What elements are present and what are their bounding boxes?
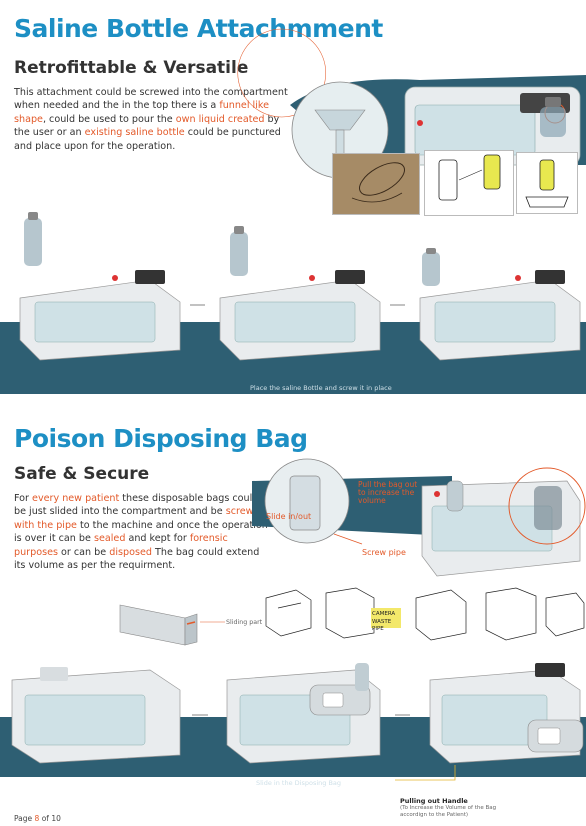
sliding-part-render xyxy=(119,604,225,646)
section1-subtitle: Retrofittable & Versatile xyxy=(14,58,249,78)
sketches-disposing-bag xyxy=(265,587,585,641)
disposing-bag-hero-render xyxy=(252,458,586,577)
sketch-funnel-lines xyxy=(351,162,405,203)
annotation-slide-in-out: Slide in/out xyxy=(266,512,312,521)
saline-attachment-hero-render xyxy=(237,28,586,179)
sketch-bottle-top-lines xyxy=(525,159,569,208)
page-number: Page 8 of 10 xyxy=(14,814,61,823)
sketch-bottle-lines xyxy=(438,154,501,201)
annotation-screw-pipe: Screw pipe xyxy=(362,548,406,557)
annotation-pull-bag: Pull the bag out to increase the volume xyxy=(358,480,418,505)
handle-note: (To Increase the Volume of the Bag accor… xyxy=(400,805,497,818)
section1-title: Saline Bottle Attachmment xyxy=(14,14,383,43)
section2-title: Poison Disposing Bag xyxy=(14,424,308,453)
section1-step-renders xyxy=(19,212,581,361)
section2-caption: Slide in the Disposing Bag xyxy=(256,779,342,787)
handle-title: Pulling out Handle xyxy=(400,797,468,805)
section2-paragraph: For every new patient these disposable b… xyxy=(14,493,268,572)
sketch-funnel-detail xyxy=(332,153,420,215)
section2-step-renders xyxy=(11,663,584,781)
annotation-sliding-part: Sliding part xyxy=(226,619,263,626)
section1-caption: Place the saline Bottle and screw it in … xyxy=(250,384,392,392)
section2-subtitle: Safe & Secure xyxy=(14,464,150,484)
sketch-camera-waste-pipe-note: CAMERA WASTE PIPE xyxy=(372,611,396,632)
section1-paragraph: This attachment could be screwed into th… xyxy=(14,87,288,152)
